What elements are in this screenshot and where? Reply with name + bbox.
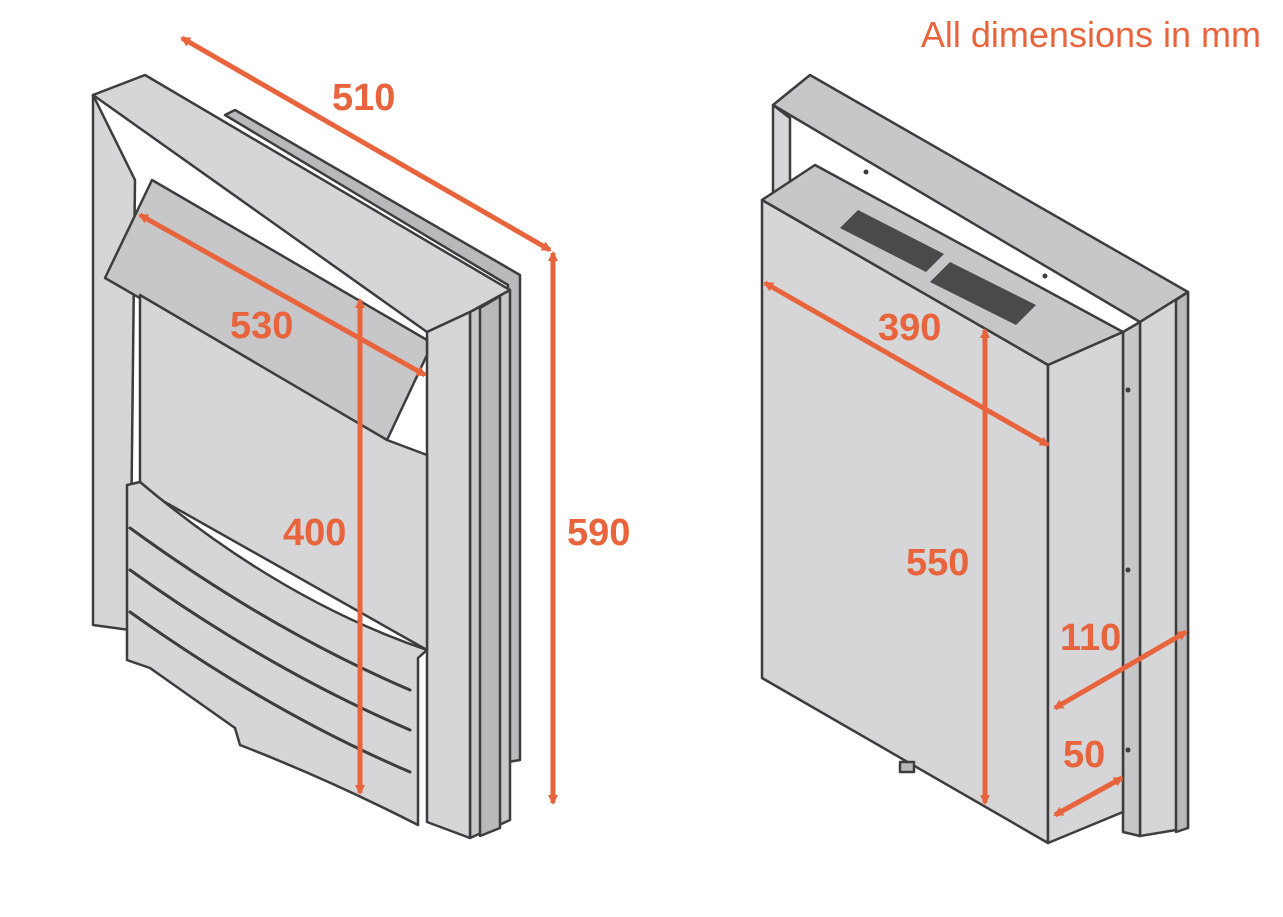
side-screw-5 <box>1042 273 1048 279</box>
side-view-fire <box>760 73 1190 845</box>
dim-label-50: 50 <box>1063 734 1105 776</box>
front-fret-panel <box>125 480 429 827</box>
front-fret-slot-1 <box>128 526 412 692</box>
units-note: All dimensions in mm <box>920 14 1261 55</box>
dim-arrow-50 <box>1053 775 1124 818</box>
side-spacer <box>1121 320 1142 838</box>
front-fret-slot-2 <box>128 568 412 732</box>
front-frame-right <box>425 310 472 840</box>
dimension-arrows <box>138 35 1188 818</box>
dim-label-400: 400 <box>283 512 346 554</box>
dim-arrow-110 <box>1053 629 1188 711</box>
side-screw-3 <box>1125 747 1131 753</box>
dim-label-510: 510 <box>332 77 395 119</box>
dim-label-530: 530 <box>230 305 293 347</box>
side-frame-right-edge <box>1174 290 1190 834</box>
dim-arrow-530 <box>138 212 427 378</box>
dim-label-110: 110 <box>1060 617 1121 659</box>
side-screw-4 <box>863 169 869 175</box>
dim-arrow-510 <box>180 35 552 253</box>
side-screw-2 <box>1125 567 1131 573</box>
front-fret-slot-3 <box>128 610 412 774</box>
side-box-foot <box>898 760 916 774</box>
dim-label-590: 590 <box>567 512 630 554</box>
dim-label-550: 550 <box>906 542 969 584</box>
front-right-edge-inner <box>478 294 502 838</box>
dim-arrow-390 <box>763 280 1050 448</box>
side-vent-1 <box>840 210 944 272</box>
front-view-fire <box>91 73 522 840</box>
side-screw-1 <box>1125 387 1131 393</box>
dim-label-390: 390 <box>878 307 941 349</box>
